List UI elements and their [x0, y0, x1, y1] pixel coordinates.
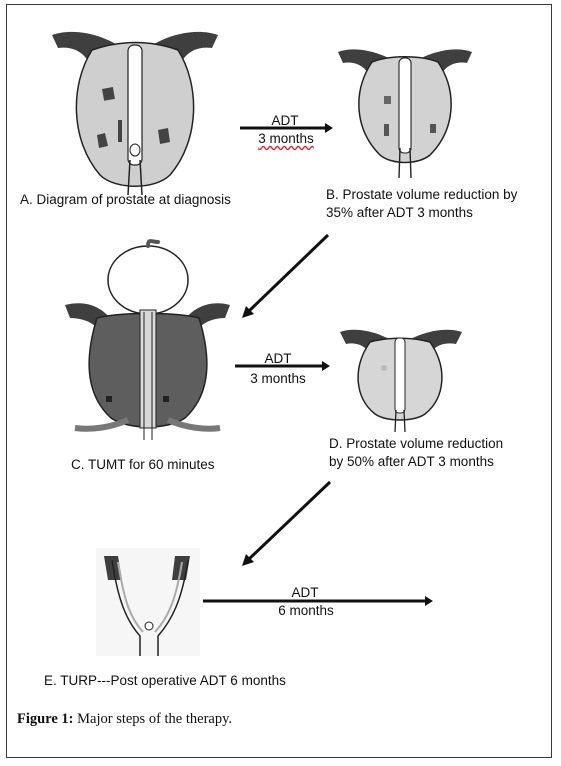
prostate-diagram-e — [96, 548, 200, 656]
arrow-e-followup — [203, 596, 433, 606]
arrow-d-to-e — [242, 480, 332, 566]
arrow1-label-top: ADT — [271, 113, 299, 128]
arrow-a-to-b — [240, 123, 333, 133]
panel-b-label-line2: 35% after ADT 3 months — [326, 205, 473, 220]
prostate-diagram-b — [338, 49, 472, 179]
panel-d-label-line1: D. Prostate volume reduction — [329, 436, 504, 451]
arrow-c-to-d — [235, 361, 330, 371]
panel-e-label: E. TURP---Post operative ADT 6 months — [44, 673, 286, 688]
arrow2-label-bottom: 3 months — [250, 371, 306, 386]
caption-text: Major steps of the therapy. — [73, 711, 233, 727]
panel-d-label-line2: by 50% after ADT 3 months — [329, 454, 494, 469]
arrow-b-to-c — [242, 233, 330, 318]
panel-b-label-line1: B. Prostate volume reduction by — [326, 187, 518, 202]
arrow3-label-top: ADT — [291, 585, 319, 600]
prostate-diagram-d — [340, 329, 462, 433]
caption-label: Figure 1: — [17, 711, 74, 727]
prostate-diagram-a — [52, 31, 218, 196]
prostate-diagram-c — [65, 239, 230, 440]
panel-c-label: C. TUMT for 60 minutes — [71, 457, 215, 472]
arrow2-label-top: ADT — [264, 351, 292, 366]
arrow1-label-bottom: 3 months — [258, 131, 314, 146]
figure-caption: Figure 1: Major steps of the therapy. — [17, 711, 232, 728]
panel-a-label: A. Diagram of prostate at diagnosis — [20, 192, 231, 207]
arrow3-label-bottom: 6 months — [278, 603, 334, 618]
